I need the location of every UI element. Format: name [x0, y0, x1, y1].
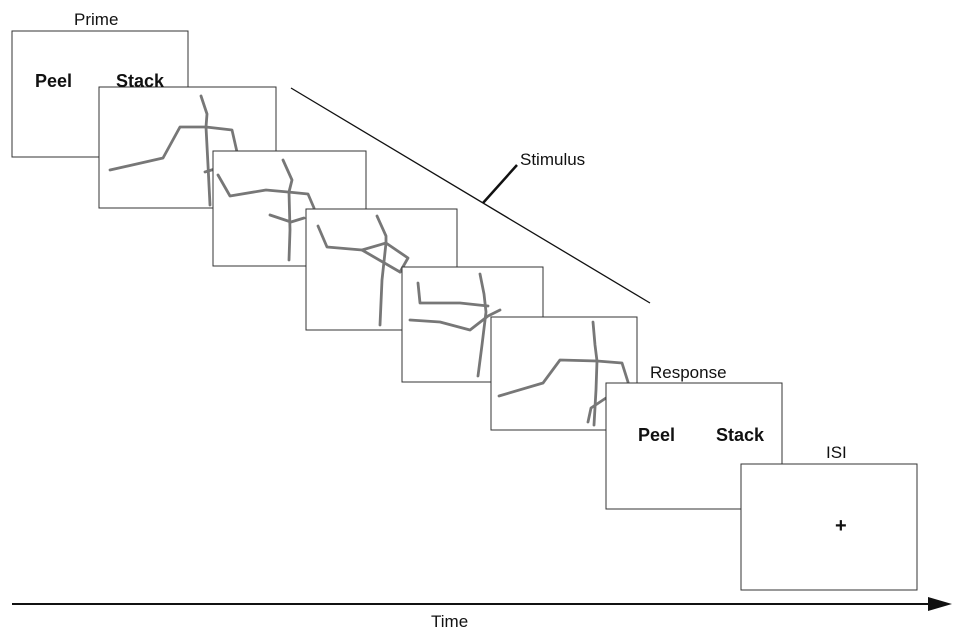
stick-figure-3: [316, 214, 410, 327]
response-right-word: Stack: [716, 425, 765, 445]
stick-figure-5: [497, 320, 630, 427]
fixation-cross: +: [835, 515, 847, 537]
prime-label: Prime: [74, 10, 119, 29]
isi-frame: [740, 463, 918, 591]
stick-figure-2: [216, 158, 316, 262]
prime-right-word: Stack: [116, 71, 165, 91]
stimulus-leader-line: [482, 164, 518, 204]
time-axis-arrowhead: [928, 597, 952, 611]
stimulus-bracket-line: [290, 87, 651, 304]
stick-figure-4: [408, 272, 502, 378]
isi-label: ISI: [826, 443, 847, 462]
prime-left-word: Peel: [35, 71, 73, 91]
response-label: Response: [650, 363, 727, 382]
time-axis-label: Time: [431, 612, 469, 631]
response-left-word: Peel: [638, 425, 676, 445]
stimulus-label: Stimulus: [520, 150, 586, 169]
